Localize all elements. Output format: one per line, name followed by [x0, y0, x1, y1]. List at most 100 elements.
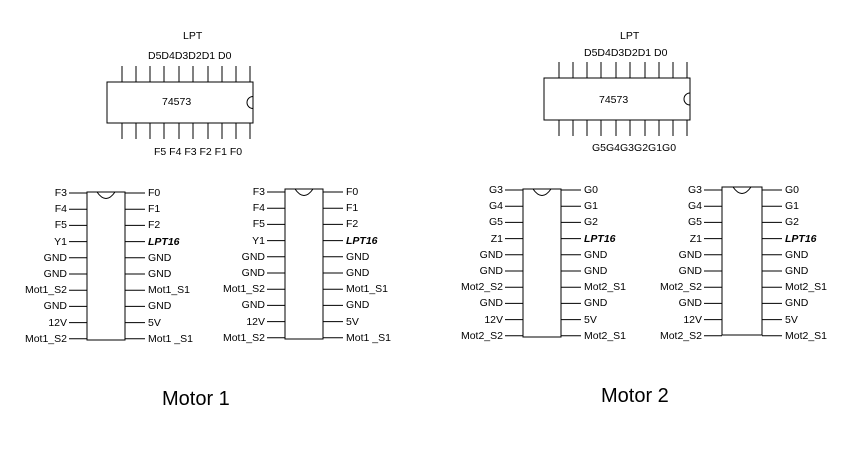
ic3-left-pin-label: GND: [479, 265, 503, 277]
ic2-right-pin-label: F2: [346, 218, 359, 231]
ic3-left-pin-label: G5: [488, 216, 503, 229]
ic1-body: [86, 191, 126, 341]
ic2-right-pin-label: Mot1_S1: [346, 283, 389, 296]
latch1-name: LPT: [183, 30, 203, 42]
ic1-left-pin-label: GND: [43, 300, 67, 313]
ic2-left-pin-label: F4: [252, 202, 265, 215]
ic2-left-pin-label: F3: [252, 186, 265, 198]
latch2-bottom-pins: G5G4G3G2G1G0: [592, 142, 677, 154]
ic3-right-pin-label: GND: [584, 248, 608, 261]
ic2-notch: [294, 188, 314, 196]
ic1-right-pin-label: GND: [148, 300, 172, 313]
ic2-right-pin-label: GND: [346, 267, 370, 279]
ic2-right-pin-label: 5V: [346, 315, 359, 328]
latch1-body: [106, 81, 254, 124]
ic3-right-pin-label: Mot2_S1: [584, 329, 627, 342]
ic4-left-pin-label: G5: [687, 216, 702, 229]
ic2-left-pin-label: 12V: [246, 315, 265, 328]
latch2-notch: [683, 92, 691, 106]
ic4-left-pin-label: G4: [687, 200, 702, 213]
ic4-right-pin-label: G1: [785, 200, 800, 213]
ic3-right-pin-label: GND: [584, 297, 608, 310]
ic2-right-pin-label: F0: [346, 186, 359, 198]
ic4-left-pin-label: GND: [678, 265, 702, 277]
ic1-right-pin-label: F1: [148, 203, 161, 216]
ic3-right-pin-label: G1: [584, 200, 599, 213]
ic3-left-pin-label: G4: [488, 200, 503, 213]
ic1-right-pin-label: F0: [148, 187, 161, 199]
ic3-left-pin-label: GND: [479, 248, 503, 261]
ic3-left-pin-label: G3: [488, 184, 503, 196]
ic2-right-pin-label: Mot1 _S1: [346, 331, 391, 344]
ic2-left-pin-label: GND: [241, 267, 265, 279]
ic3-left-pin-label: Z1: [490, 232, 503, 245]
ic3-right-pin-label: G2: [584, 216, 599, 229]
ic3-right-pin-label: Mot2_S1: [584, 281, 627, 294]
ic4-left-pin-label: Mot2_S2: [659, 281, 702, 294]
ic2-right-pin-label: GND: [346, 250, 370, 263]
ic4-right-pin-label: GND: [785, 248, 809, 261]
ic3-right-pin-label: LPT16: [584, 232, 616, 245]
ic4-left-pin-label: 12V: [683, 313, 702, 326]
ic1-right-pin-label: Mot1_S1: [148, 284, 191, 297]
ic1-notch: [96, 191, 116, 199]
ic1-left-pin-label: GND: [43, 268, 67, 280]
ic2-left-pin-label: F5: [252, 218, 265, 231]
ic3-right-pin-label: 5V: [584, 313, 597, 326]
ic4-body: [721, 186, 763, 336]
ic1-left-pin-label: Mot1_S2: [24, 284, 67, 297]
ic3-left-pin-label: Mot2_S2: [460, 329, 503, 342]
latch2-name: LPT: [620, 30, 640, 42]
latch1-notch: [246, 96, 254, 109]
ic4-left-pin-label: GND: [678, 248, 702, 261]
ic2-right-pin-label: LPT16: [346, 234, 378, 247]
ic4-right-pin-label: LPT16: [785, 232, 817, 245]
ic1-left-pin-label: F3: [54, 187, 67, 199]
ic4-left-pin-label: GND: [678, 297, 702, 310]
ic2-left-pin-label: Mot1_S2: [222, 331, 265, 344]
ic2-left-pin-label: GND: [241, 299, 265, 312]
ic1-left-pin-label: Mot1_S2: [24, 332, 67, 345]
ic1-right-pin-label: 5V: [148, 316, 161, 329]
ic4-left-pin-label: Z1: [689, 232, 702, 245]
latch1-bottom-pins: F5 F4 F3 F2 F1 F0: [154, 146, 243, 158]
ic1-right-pin-label: GND: [148, 251, 172, 264]
latch2-body: [543, 77, 691, 121]
ic2-left-pin-label: Y1: [252, 234, 265, 247]
latch1-top-pins: D5D4D3D2D1 D0: [148, 50, 232, 62]
ic4-right-pin-label: GND: [785, 265, 809, 277]
latch2-top-pins: D5D4D3D2D1 D0: [584, 47, 668, 59]
ic1-left-pin-label: F4: [54, 203, 67, 216]
ic3-left-pin-label: 12V: [484, 313, 503, 326]
ic3-body: [522, 188, 562, 338]
ic1-right-pin-label: LPT16: [148, 235, 180, 248]
ic4-right-pin-label: G0: [785, 184, 800, 196]
ic4-left-pin-label: G3: [687, 184, 702, 196]
ic2-right-pin-label: GND: [346, 299, 370, 312]
ic4-notch: [732, 186, 752, 194]
ic1-left-pin-label: F5: [54, 219, 67, 232]
ic2-left-pin-label: GND: [241, 250, 265, 263]
ic4-right-pin-label: 5V: [785, 313, 798, 326]
ic1-left-pin-label: Y1: [54, 235, 67, 248]
ic2-right-pin-label: F1: [346, 202, 359, 215]
ic4-right-pin-label: Mot2_S1: [785, 329, 828, 342]
motor1-title: Motor 1: [162, 388, 230, 410]
ic3-right-pin-label: G0: [584, 184, 599, 196]
ic3-right-pin-label: GND: [584, 265, 608, 277]
ic1-left-pin-label: 12V: [48, 316, 67, 329]
ic4-right-pin-label: GND: [785, 297, 809, 310]
ic3-left-pin-label: Mot2_S2: [460, 281, 503, 294]
ic4-right-pin-label: G2: [785, 216, 800, 229]
ic4-left-pin-label: Mot2_S2: [659, 329, 702, 342]
ic4-right-pin-label: Mot2_S1: [785, 281, 828, 294]
ic3-notch: [532, 188, 552, 196]
ic1-right-pin-label: F2: [148, 219, 161, 232]
latch1-chip: 74573: [162, 96, 192, 108]
ic2-left-pin-label: Mot1_S2: [222, 283, 265, 296]
ic1-right-pin-label: Mot1 _S1: [148, 332, 193, 345]
ic1-right-pin-label: GND: [148, 268, 172, 280]
latch2-chip: 74573: [599, 94, 629, 106]
